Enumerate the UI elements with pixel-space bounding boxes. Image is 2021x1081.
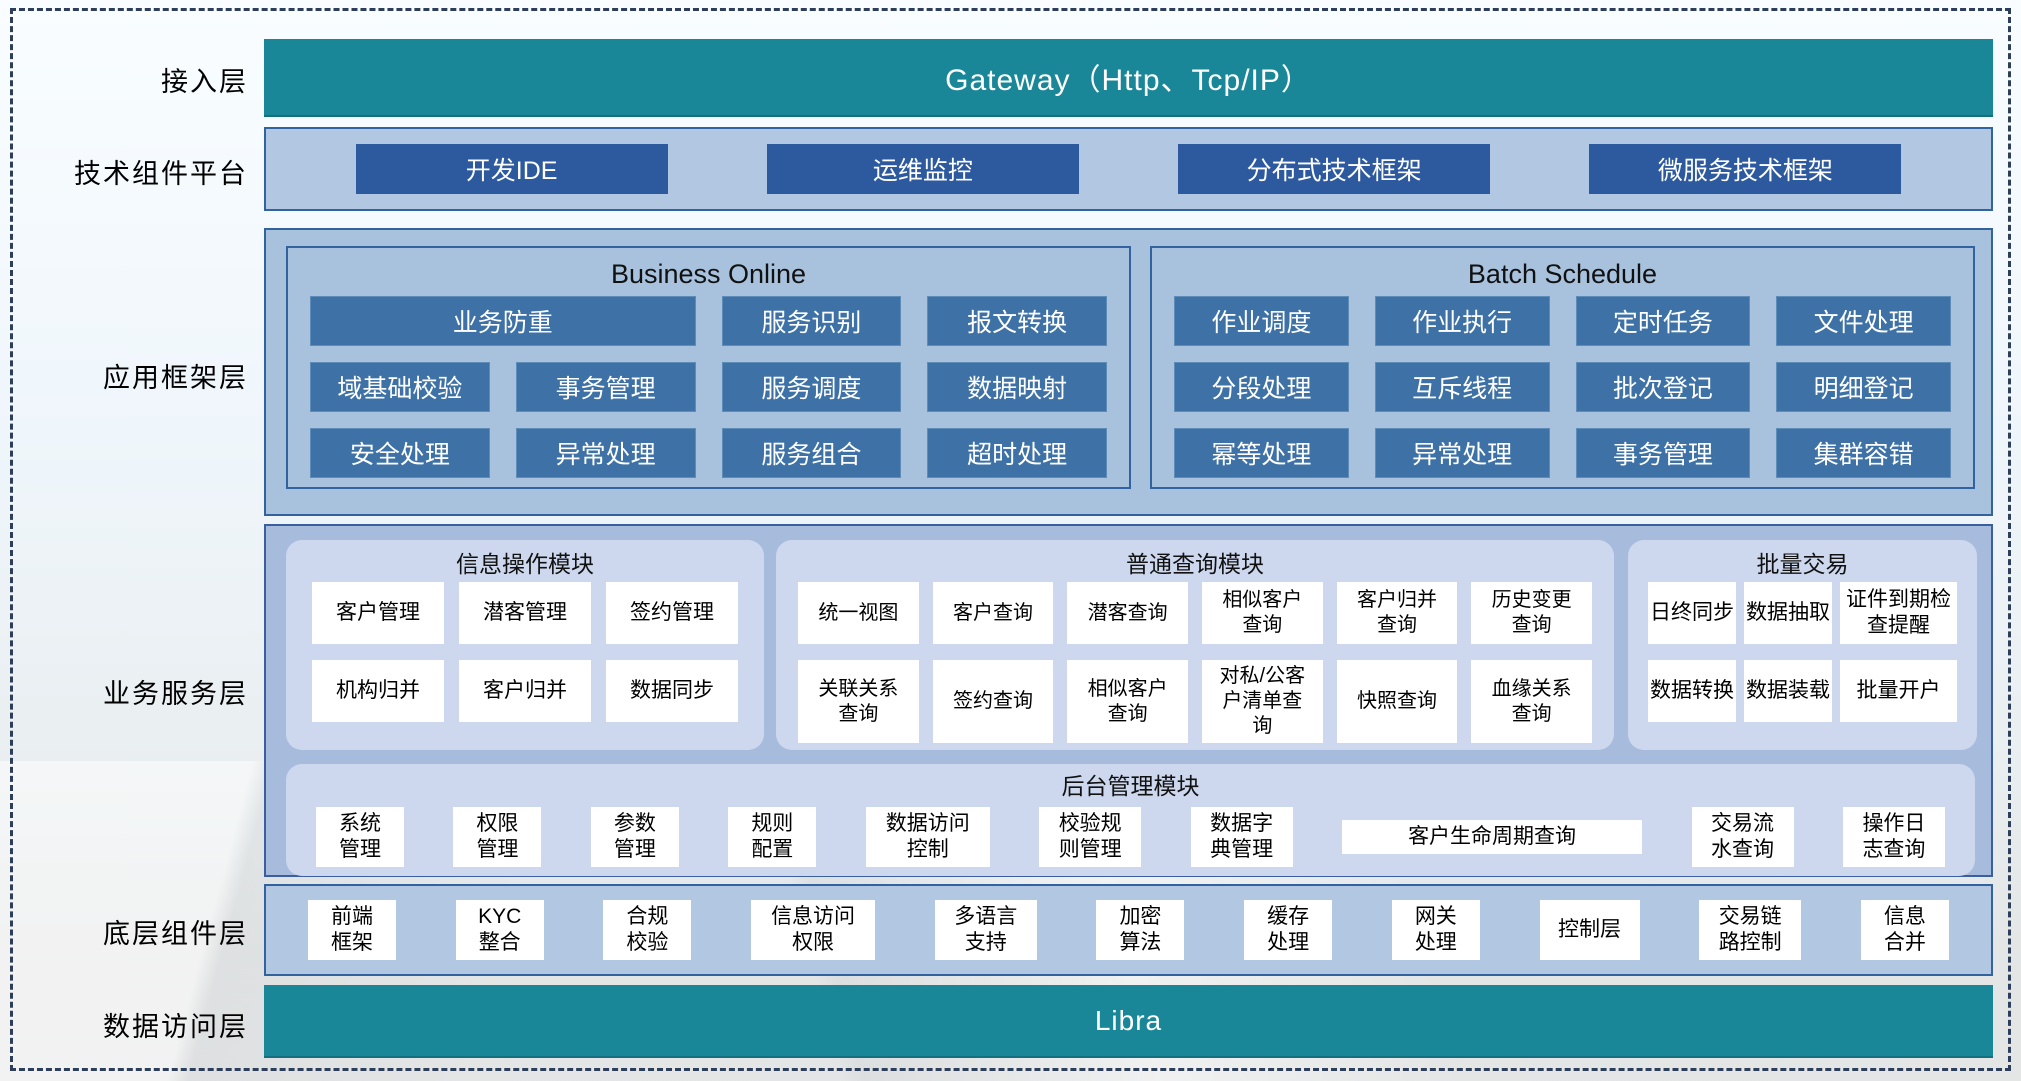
batch-schedule-panel: Batch Schedule 作业调度 作业执行 定时任务 文件处理 分段处理 … bbox=[1150, 246, 1975, 489]
node: 明细登记 bbox=[1776, 362, 1951, 412]
node: 客户管理 bbox=[312, 582, 444, 644]
node: 安全处理 bbox=[310, 428, 490, 478]
node: 互斥线程 bbox=[1374, 362, 1550, 412]
node: 报文转换 bbox=[927, 296, 1107, 346]
tech-item: 分布式技术框架 bbox=[1178, 144, 1491, 194]
node: 历史变更查询 bbox=[1471, 582, 1592, 644]
node: 数据转换 bbox=[1648, 660, 1736, 722]
batch-trade-panel: 批量交易 日终同步 数据抽取 证件到期检查提醒 数据转换 数据装载 批量开户 bbox=[1628, 540, 1977, 750]
node: 证件到期检查提醒 bbox=[1840, 582, 1957, 644]
node: 参数管理 bbox=[590, 806, 679, 868]
tech-platform-row: 开发IDE 运维监控 分布式技术框架 微服务技术框架 bbox=[264, 127, 1993, 211]
node: 作业调度 bbox=[1174, 296, 1349, 346]
node: 日终同步 bbox=[1648, 582, 1736, 644]
node: 数据同步 bbox=[606, 660, 738, 722]
node: 关联关系查询 bbox=[798, 660, 919, 743]
node: KYC整合 bbox=[455, 900, 544, 960]
node: 控制层 bbox=[1539, 900, 1640, 960]
node: 数据映射 bbox=[927, 362, 1107, 412]
node: 服务识别 bbox=[721, 296, 902, 346]
node: 网关处理 bbox=[1391, 900, 1480, 960]
node: 规则配置 bbox=[728, 806, 817, 868]
layer-label-biz: 业务服务层 bbox=[103, 679, 248, 709]
batch-schedule-title: Batch Schedule bbox=[1467, 259, 1658, 289]
node: 服务调度 bbox=[721, 362, 902, 412]
node: 批次登记 bbox=[1575, 362, 1751, 412]
node: 业务防重 bbox=[310, 296, 696, 346]
business-online-panel: Business Online 业务防重 服务识别 报文转换 域基础校验 事务管… bbox=[286, 246, 1131, 489]
node: 批量开户 bbox=[1840, 660, 1957, 722]
common-query-title: 普通查询模块 bbox=[1126, 551, 1264, 577]
node: 潜客查询 bbox=[1067, 582, 1188, 644]
node: 缓存处理 bbox=[1244, 900, 1333, 960]
node: 异常处理 bbox=[1374, 428, 1550, 478]
node: 定时任务 bbox=[1575, 296, 1751, 346]
base-component-row: 前端框架 KYC整合 合规校验 信息访问权限 多语言支持 加密算法 缓存处理 网… bbox=[264, 884, 1993, 976]
node: 潜客管理 bbox=[459, 582, 591, 644]
node: 事务管理 bbox=[1575, 428, 1751, 478]
node: 多语言支持 bbox=[934, 900, 1037, 960]
layer-label-tech: 技术组件平台 bbox=[74, 159, 248, 189]
admin-module-title: 后台管理模块 bbox=[1061, 773, 1200, 799]
layer-label-access: 接入层 bbox=[161, 67, 248, 97]
layer-label-app: 应用框架层 bbox=[103, 363, 248, 393]
node: 客户生命周期查询 bbox=[1342, 819, 1643, 855]
business-online-title: Business Online bbox=[610, 259, 807, 289]
node: 文件处理 bbox=[1776, 296, 1951, 346]
node: 快照查询 bbox=[1336, 660, 1458, 743]
common-query-panel: 普通查询模块 统一视图 客户查询 潜客查询 相似客户查询 客户归并查询 历史变更… bbox=[776, 540, 1614, 750]
node: 超时处理 bbox=[927, 428, 1107, 478]
gateway-title: Gateway（Http、Tcp/IP） bbox=[945, 64, 1312, 97]
node: 交易链路控制 bbox=[1699, 900, 1802, 960]
tech-item: 微服务技术框架 bbox=[1589, 144, 1902, 194]
app-framework-row: Business Online 业务防重 服务识别 报文转换 域基础校验 事务管… bbox=[264, 228, 1993, 516]
node: 系统管理 bbox=[316, 806, 404, 868]
admin-module-panel: 后台管理模块 系统管理 权限管理 参数管理 规则配置 数据访问控制 校验规则管理… bbox=[286, 764, 1975, 876]
node: 交易流水查询 bbox=[1691, 806, 1794, 868]
node: 客户查询 bbox=[932, 582, 1054, 644]
node: 异常处理 bbox=[515, 428, 696, 478]
node: 相似客户查询 bbox=[1067, 660, 1188, 743]
node: 权限管理 bbox=[453, 806, 542, 868]
node: 机构归并 bbox=[312, 660, 444, 722]
tech-item: 开发IDE bbox=[355, 144, 668, 194]
layer-label-base: 底层组件层 bbox=[103, 919, 248, 949]
node: 相似客户查询 bbox=[1201, 582, 1323, 644]
node: 对私/公客户清单查询 bbox=[1201, 660, 1323, 743]
node: 数据字典管理 bbox=[1190, 806, 1293, 868]
node: 签约查询 bbox=[932, 660, 1054, 743]
tech-item: 运维监控 bbox=[766, 144, 1079, 194]
node: 合规校验 bbox=[603, 900, 692, 960]
node: 幂等处理 bbox=[1174, 428, 1349, 478]
libra-bar: Libra bbox=[264, 985, 1993, 1058]
node: 前端框架 bbox=[308, 900, 396, 960]
batch-trade-title: 批量交易 bbox=[1756, 551, 1849, 577]
node: 数据抽取 bbox=[1744, 582, 1832, 644]
node: 分段处理 bbox=[1174, 362, 1349, 412]
node: 加密算法 bbox=[1096, 900, 1185, 960]
node: 集群容错 bbox=[1776, 428, 1951, 478]
info-operate-title: 信息操作模块 bbox=[456, 551, 594, 577]
gateway-bar: Gateway（Http、Tcp/IP） bbox=[264, 39, 1993, 117]
node: 服务组合 bbox=[721, 428, 902, 478]
node: 数据装载 bbox=[1744, 660, 1832, 722]
node: 客户归并查询 bbox=[1336, 582, 1458, 644]
node: 客户归并 bbox=[459, 660, 591, 722]
node: 统一视图 bbox=[798, 582, 919, 644]
node: 事务管理 bbox=[515, 362, 696, 412]
node: 信息合并 bbox=[1860, 900, 1949, 960]
layer-label-data: 数据访问层 bbox=[103, 1012, 248, 1042]
libra-title: Libra bbox=[1094, 1004, 1163, 1036]
node: 操作日志查询 bbox=[1842, 806, 1945, 868]
node: 签约管理 bbox=[606, 582, 738, 644]
business-service-row: 信息操作模块 客户管理 潜客管理 签约管理 机构归并 客户归并 数据同步 普通查… bbox=[264, 524, 1993, 877]
info-operate-panel: 信息操作模块 客户管理 潜客管理 签约管理 机构归并 客户归并 数据同步 bbox=[286, 540, 764, 750]
node: 域基础校验 bbox=[310, 362, 490, 412]
node: 作业执行 bbox=[1374, 296, 1550, 346]
node: 血缘关系查询 bbox=[1471, 660, 1592, 743]
node: 数据访问控制 bbox=[865, 806, 990, 868]
node: 信息访问权限 bbox=[751, 900, 876, 960]
node: 校验规则管理 bbox=[1039, 806, 1142, 868]
